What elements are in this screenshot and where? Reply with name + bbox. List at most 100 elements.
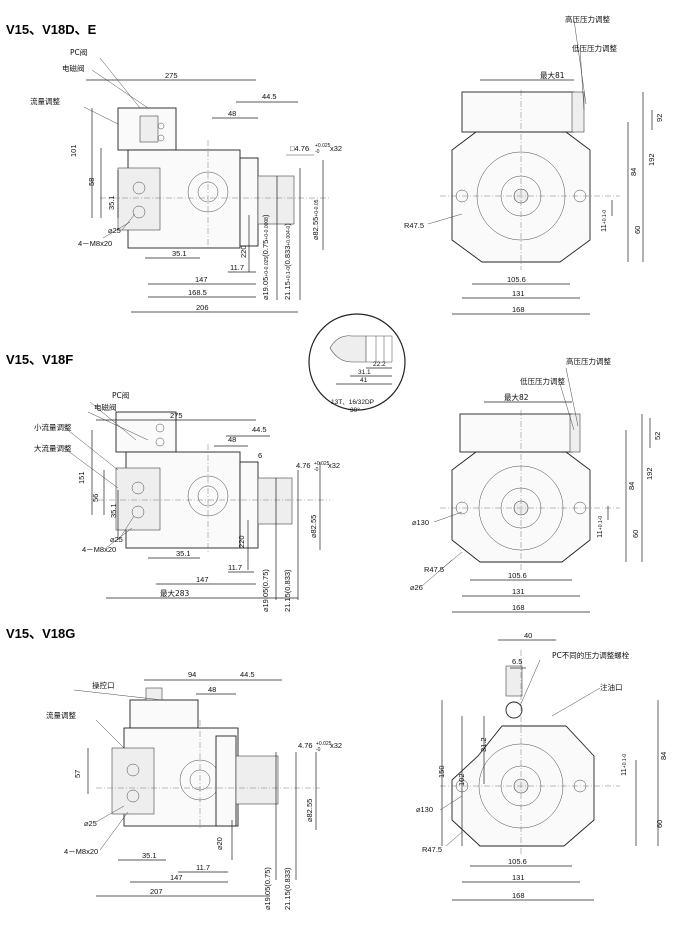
solenoid-valve-label: 电磁阀 [62,63,85,73]
dim-40: 40 [524,631,532,640]
front-view-pump [440,410,620,570]
shaft-key-height-dim: 21.15(0.833) [283,569,292,612]
dim-44-5: 44.5 [262,92,277,101]
dim-168: 168 [512,891,525,900]
dim-105-6: 105.6 [507,275,526,284]
dim-11-tol: 11+0.1-0 [599,210,608,232]
dim-max-283: 最大283 [160,588,190,598]
dim-206: 206 [196,303,209,312]
svg-text:+0.025: +0.025 [316,741,332,747]
dim-bolts: 4－M8x20 [82,545,116,554]
dim-31-2: 31.2 [479,737,488,752]
dim-220: 220 [239,245,248,258]
dim-dia-25: ⌀25 [110,535,123,544]
control-port-label: 操控口 [92,680,115,690]
dim-192: 192 [645,467,654,480]
svg-text:4.76: 4.76 [296,461,311,470]
side-view-pump [98,411,330,552]
dim-44-5: 44.5 [252,425,267,434]
pc-pressure-bolt-label: PC不同的压力调整螺栓 [552,650,630,660]
spline-dim-22-2: 22.2 [373,361,386,368]
dim-56: 56 [91,494,100,502]
dim-131: 131 [512,587,525,596]
dim-dia-25: ⌀25 [84,819,97,828]
svg-text:□4.76: □4.76 [290,144,309,153]
dim-35-1: 35.1 [142,851,157,860]
dim-60: 60 [631,530,640,538]
dim-48: 48 [208,685,216,694]
spline-detail: 22.2 31.1 41 13T、16/32DP 30° [308,313,406,414]
dim-220: 220 [237,535,246,548]
dim-r47-5: R47.5 [424,565,444,574]
dim-6: 6 [258,451,262,460]
high-pressure-adjust-label: 高压压力调整 [566,356,611,366]
large-flow-adjust-label: 大流量调整 [34,443,72,453]
svg-text:⌀82.55: ⌀82.55 [305,799,314,822]
dim-131: 131 [512,289,525,298]
dim-35-1: 35.1 [176,549,191,558]
svg-text:11+0.1-0: 11+0.1-0 [595,516,604,538]
pilot-diameter-dim: ⌀82.55 [309,515,318,538]
dim-dia-20: ⌀20 [215,837,224,850]
spline-angle: 30° [350,406,360,414]
shaft-key-height-dim: 21.15+0.1-0(0.833+0.004-0) [283,223,292,300]
dim-bolts: 4－M8x20 [78,239,112,248]
section-title: V15、V18D、E [6,22,97,37]
section-title: V15、V18F [6,352,73,367]
svg-text:x32: x32 [330,144,342,153]
dim-168: 168 [512,603,525,612]
small-flow-adjust-label: 小流量调整 [34,422,72,432]
shaft-key-dim: 4.76 +0.025 -0 x32 [298,741,342,753]
dim-207: 207 [150,887,163,896]
dim-11-tol: 11+0.1-0 [595,516,604,538]
svg-text:4.76: 4.76 [298,741,313,750]
svg-text:-0: -0 [316,747,321,753]
dim-11-tol: 11+0.1-0 [619,754,628,776]
shaft-key-dim: 4.76 +0.025 -0 x32 [296,461,340,473]
dim-max-82: 最大82 [504,392,529,402]
low-pressure-adjust-label: 低压压力调整 [572,43,617,53]
dim-58: 58 [87,178,96,186]
svg-text:+0.025: +0.025 [314,461,330,467]
dim-dia-130: ⌀130 [412,518,429,527]
dim-275: 275 [170,411,183,420]
dim-r47-5: R47.5 [422,845,442,854]
svg-text:-0: -0 [315,149,320,155]
dim-11-7: 11.7 [196,863,210,872]
svg-text:x32: x32 [330,741,342,750]
dim-168-5: 168.5 [188,288,207,297]
dim-84: 84 [627,482,636,490]
dim-35-1: 35.1 [172,249,187,258]
dim-147: 147 [170,873,183,882]
dim-dia-130: ⌀130 [416,805,433,814]
shaft-diameter-dim: ⌀19.05(0.75) [261,569,270,612]
svg-text:⌀19.05(0.75): ⌀19.05(0.75) [263,867,272,910]
dim-84: 84 [659,752,668,760]
svg-text:21.15(0.833): 21.15(0.833) [283,867,292,910]
side-view-pump [96,687,320,830]
dim-105-6: 105.6 [508,571,527,580]
flow-adjust-label: 流量调整 [30,96,60,106]
front-view-pump [440,650,620,856]
dim-44-5: 44.5 [240,670,255,679]
shaft-key-dim: □4.76 +0.025 -0 x32 [290,143,342,155]
pc-valve-label: PC阀 [112,391,129,400]
dim-11-7: 11.7 [228,563,242,572]
dim-r47-5: R47.5 [404,221,424,230]
dim-35-1-vert: 35.1 [107,195,116,210]
dim-84: 84 [629,168,638,176]
dim-48: 48 [228,435,236,444]
dim-131: 131 [512,873,525,882]
section-g: V15、V18G 操控口 流量调整 94 [6,626,668,910]
spline-dim-41: 41 [360,377,368,384]
pilot-diameter-dim: ⌀82.55 [305,799,314,822]
flow-adjust-label: 流量调整 [46,710,76,720]
svg-text:⌀19.05+0-0.025(0.75+0-0.0008): ⌀19.05+0-0.025(0.75+0-0.0008) [261,214,270,300]
dim-35-1-vert: 35.1 [109,503,118,518]
shaft-key-height-dim: 21.15(0.833) [283,867,292,910]
shaft-diameter-dim: ⌀19.05+0-0.025(0.75+0-0.0008) [261,214,270,300]
svg-text:11+0.1-0: 11+0.1-0 [599,210,608,232]
dim-192: 192 [647,153,656,166]
dim-60: 60 [633,226,642,234]
